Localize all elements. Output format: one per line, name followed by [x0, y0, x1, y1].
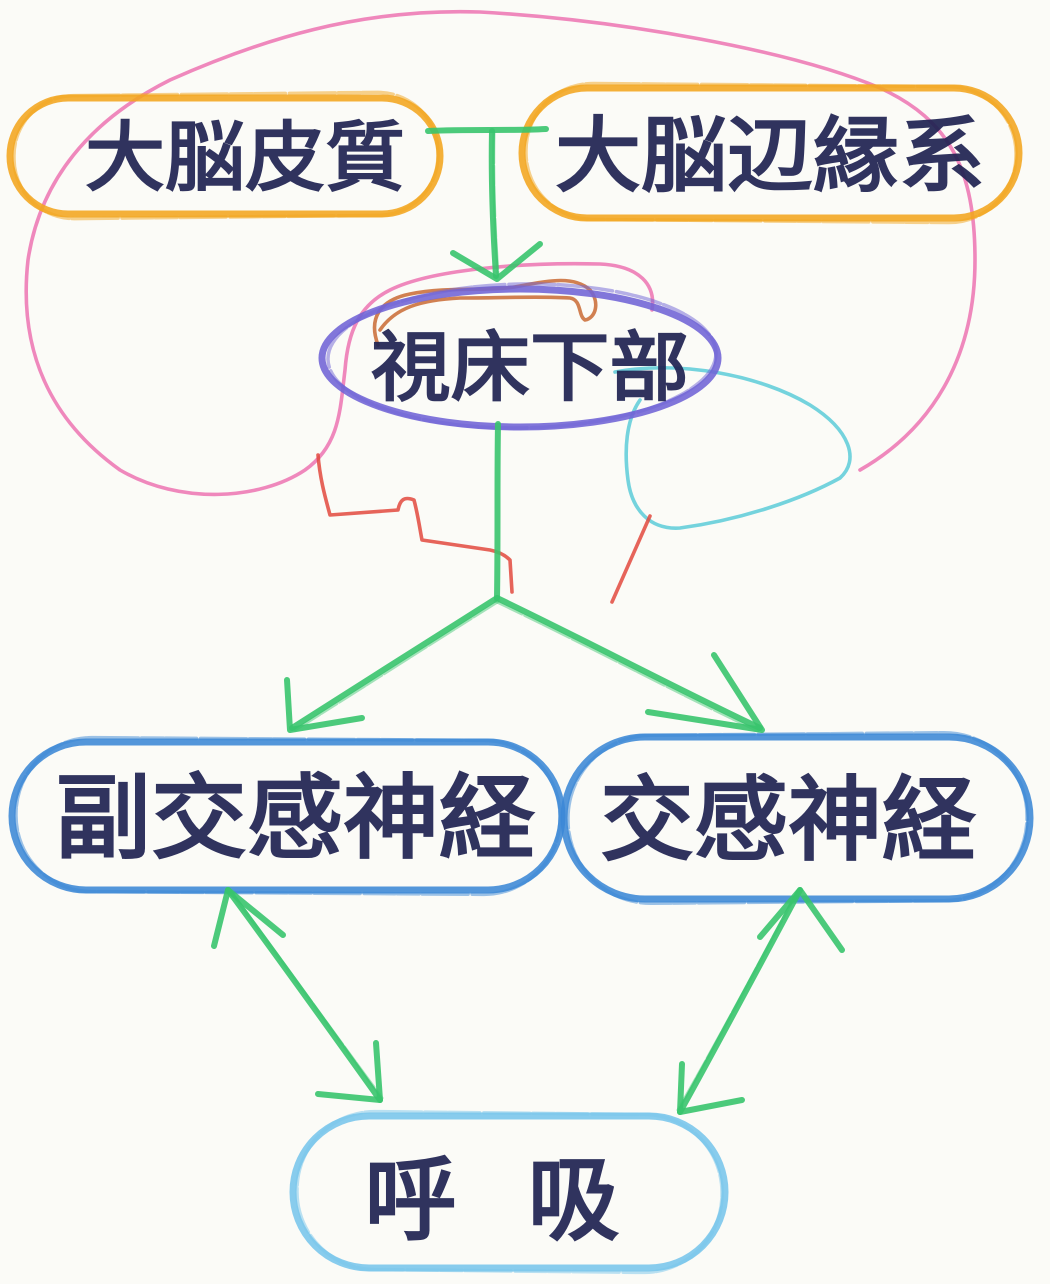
- edge-sympathetic-respiration: [676, 887, 845, 1115]
- node-label: 交感神経: [600, 767, 977, 874]
- edge-line: [225, 887, 383, 1103]
- node-outline-texture: [295, 1109, 724, 1275]
- arrowhead: [757, 887, 845, 953]
- connector-line: [425, 126, 549, 134]
- node-hypothalamus: 視床下部: [318, 282, 722, 431]
- edge-line-texture: [229, 890, 384, 1100]
- node-outline-texture: [326, 282, 718, 430]
- annotation-strokes: [24, 9, 977, 604]
- node-label: 視床下部: [371, 323, 689, 412]
- node-label: 大脳辺縁系: [555, 109, 985, 204]
- node-label: 副交感神経: [55, 765, 536, 872]
- edge-line-texture: [492, 131, 500, 276]
- edge-branch-right-texture: [493, 599, 760, 733]
- node-label: 大脳皮質: [85, 113, 405, 202]
- red-stroke-right: [610, 514, 652, 604]
- node-cerebral-cortex: 大脳皮質: [6, 90, 444, 221]
- node-outline-texture: [524, 81, 1018, 225]
- edge-branch-left-texture: [293, 599, 501, 732]
- orange-squiggle-stroke: [372, 278, 598, 347]
- pink-loop-stroke: [24, 9, 977, 497]
- edge-line: [677, 887, 803, 1115]
- edge-cortex-limbic-to-hypothalamus: [425, 126, 549, 282]
- edge-parasympathetic-respiration: [211, 887, 384, 1103]
- cyan-loop-stroke: [613, 366, 852, 530]
- node-outline: [518, 84, 1023, 222]
- node-outline-texture: [566, 730, 1029, 906]
- edge-hypothalamus-to-autonomic: [284, 421, 765, 733]
- node-parasympathetic-nerve: 副交感神経: [8, 735, 566, 897]
- node-outline-texture: [14, 735, 562, 897]
- edge-branch-right: [494, 595, 763, 731]
- arrowhead: [211, 887, 286, 949]
- arrowhead: [677, 1061, 745, 1115]
- edge-line-texture: [676, 890, 799, 1112]
- arrowhead: [315, 1040, 383, 1103]
- node-outline: [6, 94, 444, 218]
- arrowhead: [645, 652, 765, 733]
- node-outline: [289, 1112, 729, 1272]
- arrowhead: [284, 677, 365, 733]
- edge-branch-left: [289, 595, 500, 731]
- node-limbic-system: 大脳辺縁系: [518, 81, 1023, 225]
- edge-trunk-line: [494, 421, 501, 601]
- node-outline-texture: [12, 90, 440, 221]
- node-sympathetic-nerve: 交感神経: [560, 730, 1034, 906]
- edge-line: [488, 128, 499, 279]
- arrowhead: [450, 241, 543, 282]
